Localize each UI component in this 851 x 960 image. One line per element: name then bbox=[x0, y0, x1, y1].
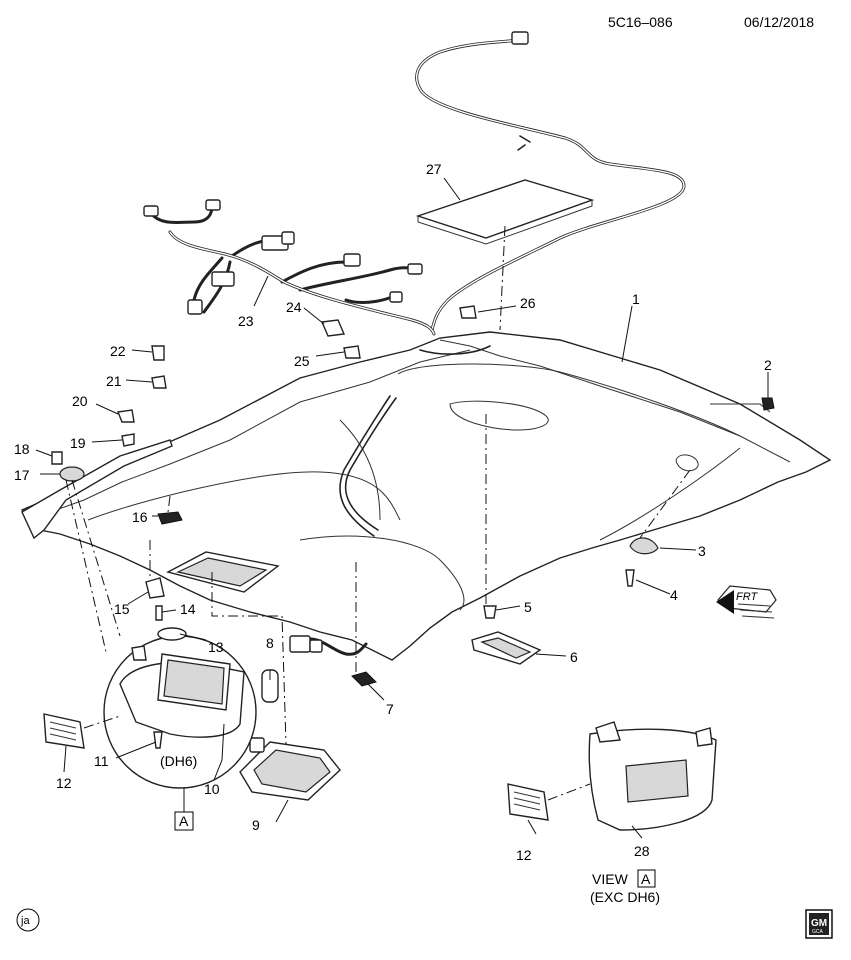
dash-center-lines bbox=[65, 414, 691, 801]
callout-12: 12 bbox=[56, 775, 72, 791]
part-22-clip bbox=[151, 345, 165, 361]
leader-lines bbox=[35, 177, 769, 839]
callout-18: 18 bbox=[14, 441, 30, 457]
front-direction-arrow-icon: FRT bbox=[716, 585, 777, 619]
diagram-code: 5C16–086 bbox=[608, 14, 673, 30]
view-letter: A bbox=[641, 871, 651, 887]
part-21-clip bbox=[151, 375, 167, 389]
ja-label: ja bbox=[20, 915, 30, 927]
part-16-pad bbox=[157, 511, 183, 525]
callout-6: 6 bbox=[570, 649, 578, 665]
frt-label: FRT bbox=[736, 591, 758, 603]
part-19-clip bbox=[121, 433, 135, 447]
callout-19: 19 bbox=[70, 435, 86, 451]
part-20-clip bbox=[117, 409, 135, 423]
dh6-label: (DH6) bbox=[160, 753, 197, 769]
ja-badge bbox=[16, 908, 40, 932]
part-4-screw bbox=[625, 569, 635, 587]
view-a-box-letter: A bbox=[179, 813, 189, 829]
part-12-visor-pad-right bbox=[507, 783, 549, 821]
part-26-clip bbox=[459, 305, 477, 319]
callout-1: 1 bbox=[632, 291, 640, 307]
callout-23: 23 bbox=[238, 313, 254, 329]
callout-24: 24 bbox=[286, 299, 302, 315]
callout-7: 7 bbox=[386, 701, 394, 717]
visor-connector-wire bbox=[289, 635, 368, 656]
part-7-pad bbox=[351, 671, 377, 687]
callout-numbers: 1 2 3 4 5 6 7 8 9 10 11 12 13 14 15 16 1… bbox=[14, 161, 772, 863]
part-14-screw bbox=[155, 605, 163, 621]
callout-8: 8 bbox=[266, 635, 274, 651]
callout-9: 9 bbox=[252, 817, 260, 833]
svg-text:GCA: GCA bbox=[812, 929, 824, 935]
exc-dh6-label: (EXC DH6) bbox=[590, 889, 660, 905]
part-9-overhead-console bbox=[239, 737, 341, 801]
roof-wiring-harness bbox=[415, 31, 686, 332]
harness-connector-top bbox=[511, 31, 529, 45]
part-12-visor-pad-left bbox=[43, 713, 85, 749]
left-rail-trim bbox=[21, 439, 173, 540]
part-3-assist-handle-cap bbox=[629, 537, 659, 555]
callout-22: 22 bbox=[110, 343, 126, 359]
svg-text:GM: GM bbox=[811, 918, 827, 929]
callout-2: 2 bbox=[764, 357, 772, 373]
callout-4: 4 bbox=[670, 587, 678, 603]
drain-tube bbox=[339, 395, 397, 537]
callout-20: 20 bbox=[72, 393, 88, 409]
callout-15: 15 bbox=[114, 601, 130, 617]
callout-17: 17 bbox=[14, 467, 30, 483]
console-opening bbox=[166, 551, 280, 593]
callout-16: 16 bbox=[132, 509, 148, 525]
part-27-roof-panel bbox=[415, 179, 595, 245]
callout-5: 5 bbox=[524, 599, 532, 615]
callout-14: 14 bbox=[180, 601, 196, 617]
callout-28: 28 bbox=[634, 843, 650, 859]
part-5-clip bbox=[483, 605, 497, 619]
part-15-bracket bbox=[145, 577, 165, 599]
callout-13: 13 bbox=[208, 639, 224, 655]
part-17-clip bbox=[59, 466, 85, 482]
callout-12-right: 12 bbox=[516, 847, 532, 863]
part-24-clip bbox=[320, 319, 346, 337]
callout-21: 21 bbox=[106, 373, 122, 389]
part-2-clip bbox=[761, 397, 775, 411]
diagram-date: 06/12/2018 bbox=[744, 14, 814, 30]
callout-11: 11 bbox=[94, 753, 109, 769]
part-18-clip bbox=[51, 451, 63, 465]
view-a-box bbox=[174, 811, 194, 831]
view-label: VIEW bbox=[592, 871, 629, 887]
detail-view-circle bbox=[103, 627, 257, 789]
view-a-sun-visor bbox=[588, 721, 717, 831]
callout-25: 25 bbox=[294, 353, 310, 369]
callout-3: 3 bbox=[698, 543, 706, 559]
callout-27: 27 bbox=[426, 161, 442, 177]
left-wiring-harness bbox=[143, 199, 436, 336]
part-25-clip bbox=[343, 345, 361, 359]
gm-logo-icon: GM GCA bbox=[805, 909, 833, 939]
callout-10: 10 bbox=[204, 781, 220, 797]
part-6-dome-lamp bbox=[471, 631, 542, 665]
view-letter-box bbox=[637, 869, 656, 888]
callout-26: 26 bbox=[520, 295, 536, 311]
